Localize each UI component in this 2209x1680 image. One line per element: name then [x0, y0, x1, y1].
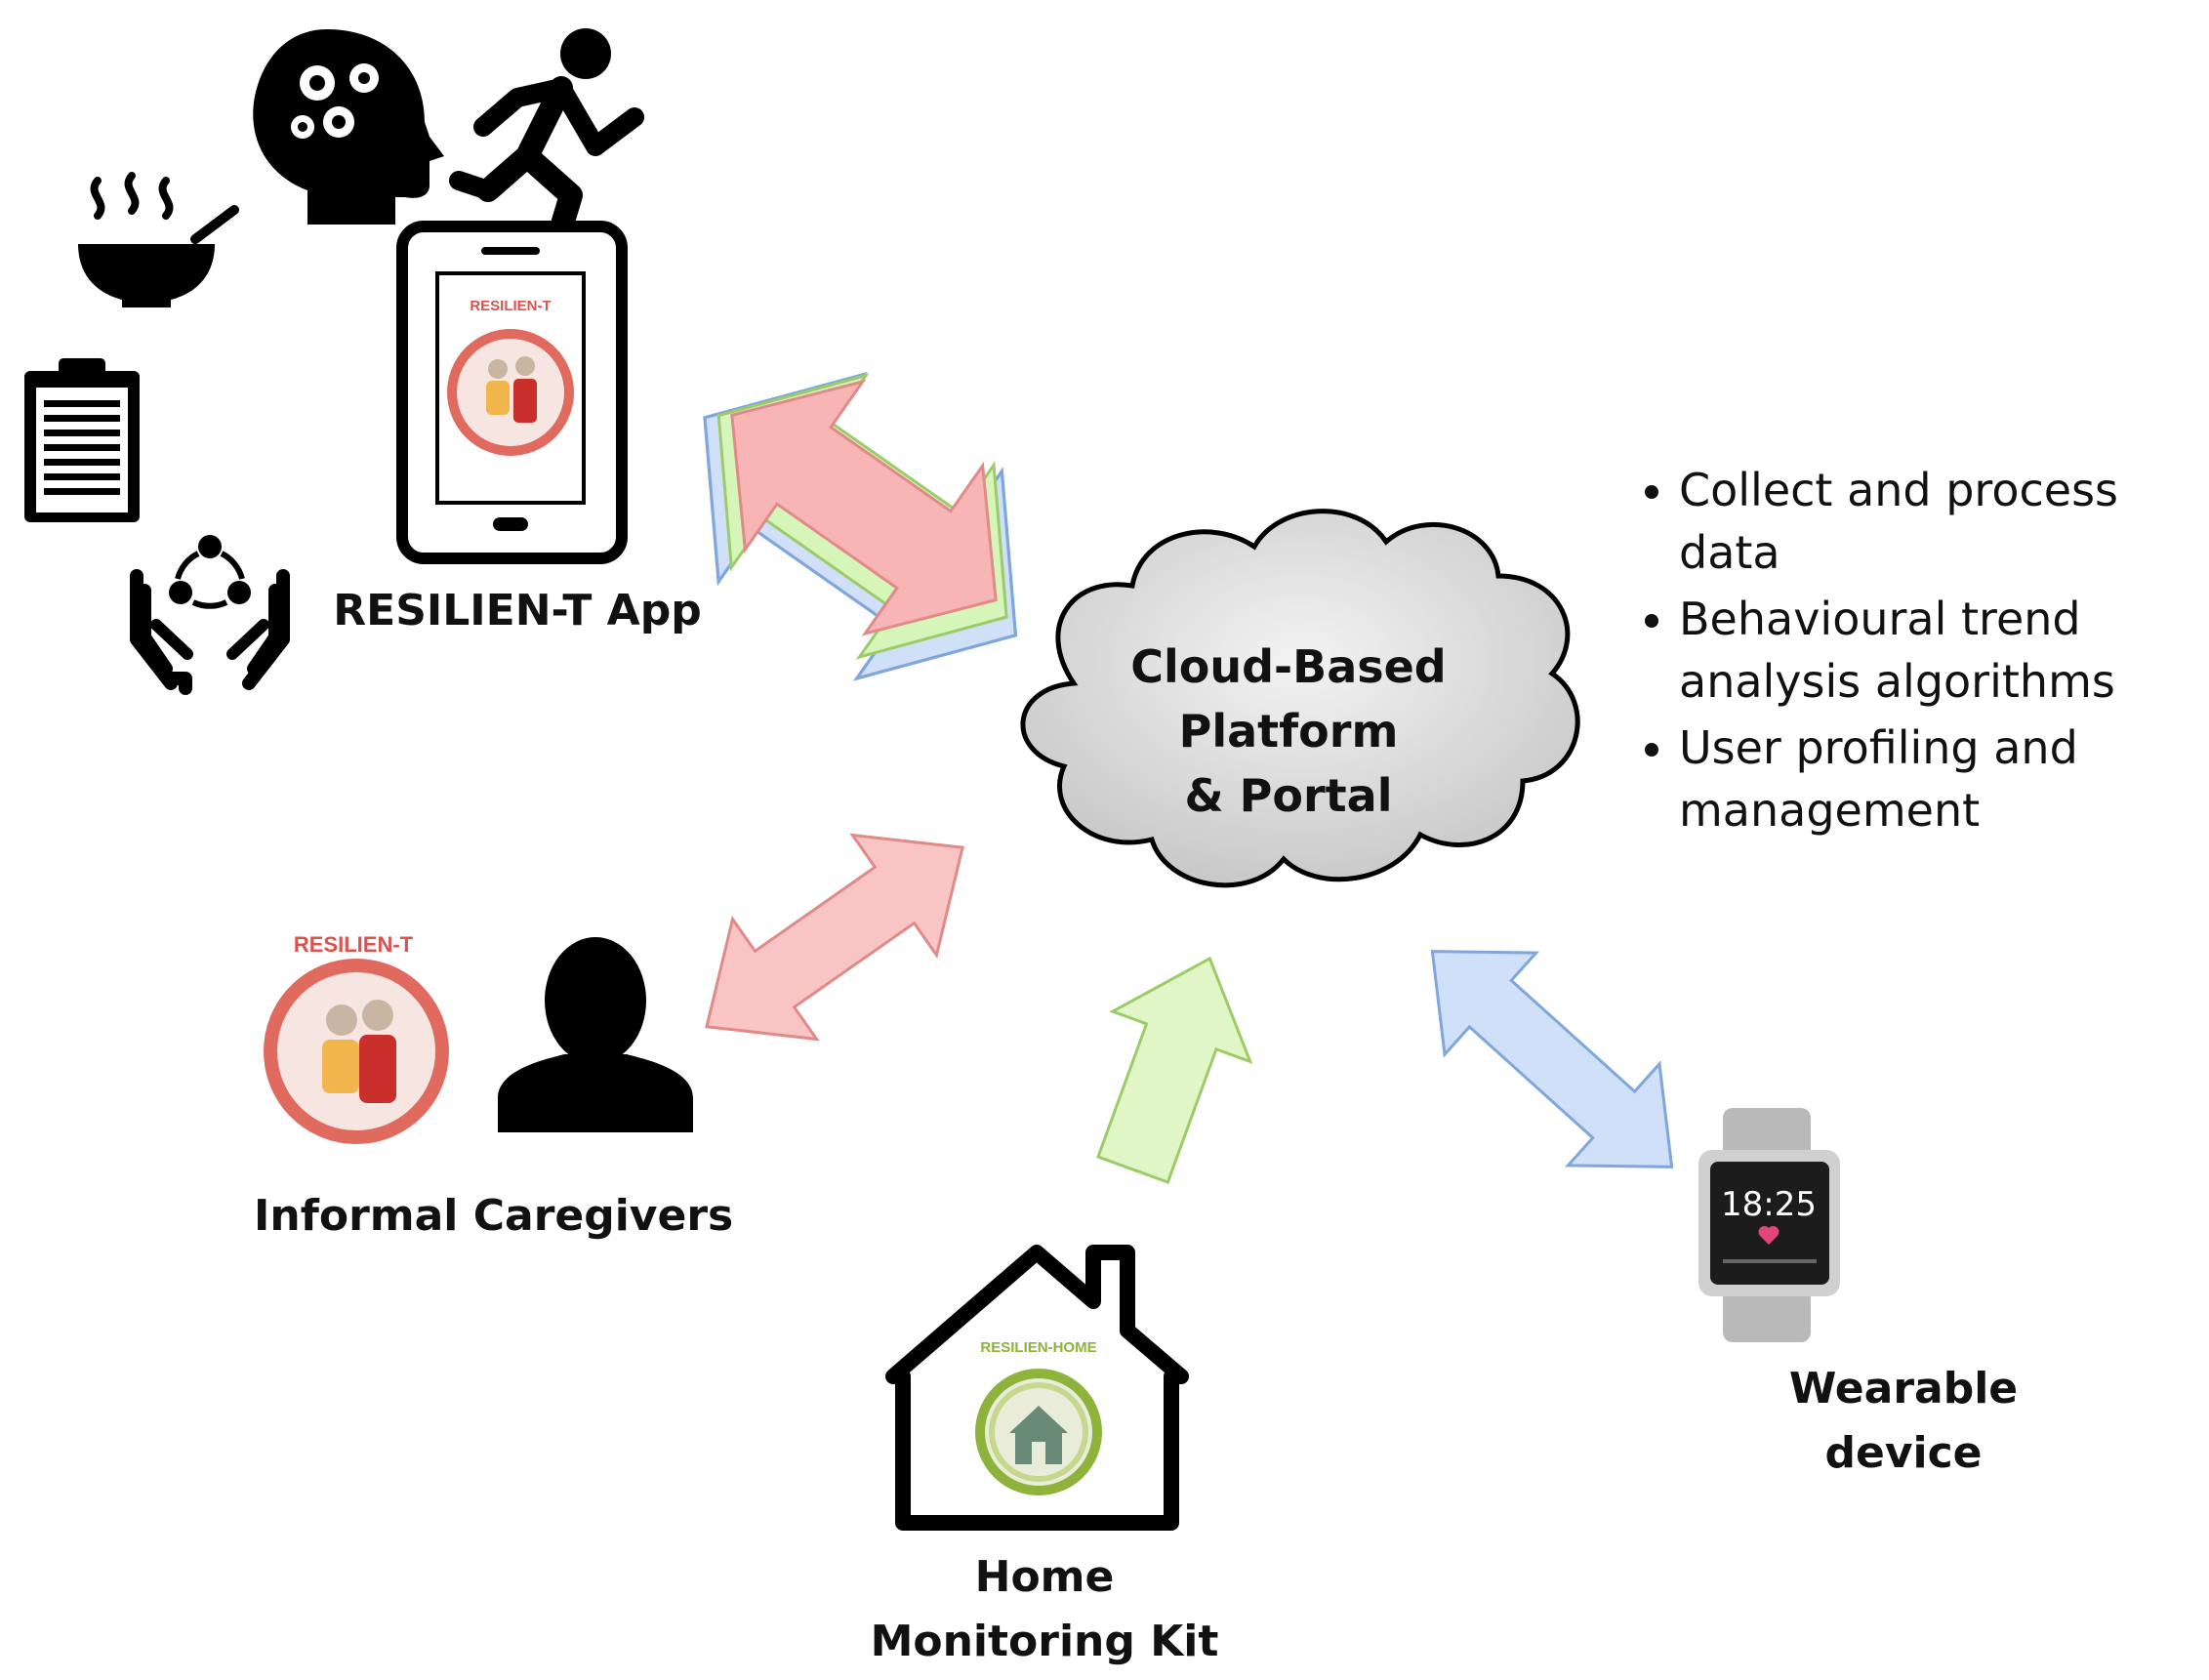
feature-item: Behavioural trend analysis algorithms [1679, 588, 2206, 713]
home-label-line2: Monitoring Kit [870, 1617, 1219, 1666]
feature-item: User profiling and management [1679, 717, 2206, 841]
caregiver-logo: RESILIEN-T [264, 932, 449, 1144]
caregiver-cloud-arrow[interactable] [665, 788, 1004, 1086]
care-hands-icon [130, 535, 290, 695]
cloud-label-line3: & Portal [1184, 769, 1393, 822]
home-kit-icon: RESILIEN-HOME [885, 1245, 1189, 1531]
home-label: Home Monitoring Kit [839, 1545, 1249, 1674]
home-label-line1: Home [974, 1552, 1115, 1602]
home-cloud-arrow[interactable] [1064, 933, 1279, 1194]
caregivers-label: Informal Caregivers [254, 1191, 734, 1241]
smartwatch-icon: 18:25 [1698, 1108, 1840, 1342]
feature-item: Collect and process data [1679, 459, 2206, 584]
app-label: RESILIEN-T App [333, 586, 702, 635]
brain-gears-icon [253, 29, 444, 225]
watch-time: 18:25 [1721, 1185, 1817, 1224]
cloud-label-line2: Platform [1178, 705, 1399, 758]
cloud-label: Cloud-Based Platform & Portal [1103, 635, 1474, 828]
cloud-platform [1020, 509, 1580, 888]
home-logo-title: RESILIEN-HOME [980, 1339, 1096, 1356]
runner-icon [449, 28, 644, 256]
clipboard-icon [24, 358, 140, 522]
person-silhouette-icon [498, 937, 693, 1132]
food-bowl-icon [78, 172, 239, 307]
wearable-label: Wearable device [1757, 1357, 2050, 1486]
caregiver-logo-title: RESILIEN-T [294, 932, 414, 957]
wearable-cloud-arrow[interactable] [1387, 901, 1718, 1218]
cloud-label-line1: Cloud-Based [1130, 640, 1447, 693]
app-logo-title: RESILIEN-T [470, 298, 551, 314]
feature-list: Collect and process data Behavioural tre… [1620, 459, 2206, 845]
app-cloud-arrow[interactable] [633, 313, 1088, 739]
wearable-label-line2: device [1824, 1428, 1983, 1478]
wearable-label-line1: Wearable [1788, 1364, 2019, 1414]
phone-app-icon: RESILIEN-T [396, 221, 628, 564]
